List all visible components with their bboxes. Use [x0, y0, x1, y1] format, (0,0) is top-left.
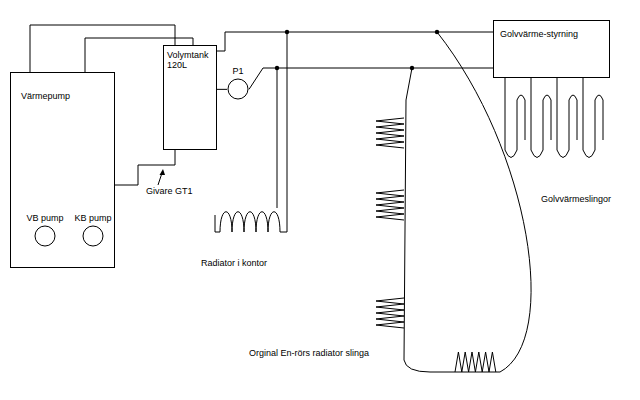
radiator-pipe — [287, 32, 288, 232]
annotation-label: Radiator i kontor — [200, 258, 268, 268]
radiator-zigzag — [376, 298, 404, 328]
label-holder: Radiator i kontor — [200, 258, 268, 268]
radiator-zigzag — [376, 118, 404, 148]
buffer-tank: Volymtank 120L — [163, 45, 217, 150]
pump-symbol — [82, 225, 104, 247]
junction-dot — [275, 66, 279, 70]
pipe-line — [217, 89, 227, 90]
junction-dot — [435, 30, 439, 34]
radiator-pipe — [277, 68, 278, 208]
pump-circle: VB pump — [21, 213, 69, 247]
floor-loop — [557, 78, 577, 158]
floor-loop — [505, 78, 525, 158]
label-holder: Golvvärmeslingor — [540, 194, 612, 204]
floor-loop — [583, 78, 603, 158]
floor-heating-loops — [505, 78, 603, 158]
radiator-zigzag — [376, 190, 404, 220]
node-text: P1 — [223, 66, 253, 76]
junction-dot — [285, 30, 289, 34]
node-text: Golvvärme-styrning — [500, 29, 603, 39]
control-box: Golvvärme-styrning — [493, 20, 610, 78]
office-radiator — [215, 212, 287, 232]
label-holder: Orginal En-rörs radiator slinga — [248, 348, 370, 358]
pipe-line — [30, 25, 175, 72]
pump-symbol — [34, 225, 56, 247]
pump-circle: KB pump — [69, 213, 117, 247]
sensor-arrowhead — [160, 169, 166, 175]
heat-pump-box: Värmepump VB pumpKB pump — [10, 72, 115, 268]
pipe-line — [115, 150, 175, 185]
pipe-line — [217, 32, 493, 51]
label-holder: Givare GT1 — [145, 186, 194, 196]
radiator-zigzags — [376, 118, 496, 372]
node-text: Volymtank 120L — [167, 50, 213, 71]
floor-loop — [531, 78, 551, 158]
annotation-label: Orginal En-rörs radiator slinga — [248, 348, 370, 358]
annotation-label: Golvvärmeslingor — [540, 194, 612, 204]
junction-dot — [410, 66, 414, 70]
pump-circle: P1 — [223, 66, 253, 100]
node-text: Värmepump — [21, 91, 106, 101]
node-text: VB pump — [21, 213, 69, 223]
radiator-zigzag — [455, 352, 496, 372]
pump-symbol — [227, 78, 249, 100]
node-text: KB pump — [69, 213, 117, 223]
pipe-line — [249, 68, 493, 89]
one-pipe-loop — [404, 32, 531, 372]
annotation-label: Givare GT1 — [145, 186, 194, 196]
